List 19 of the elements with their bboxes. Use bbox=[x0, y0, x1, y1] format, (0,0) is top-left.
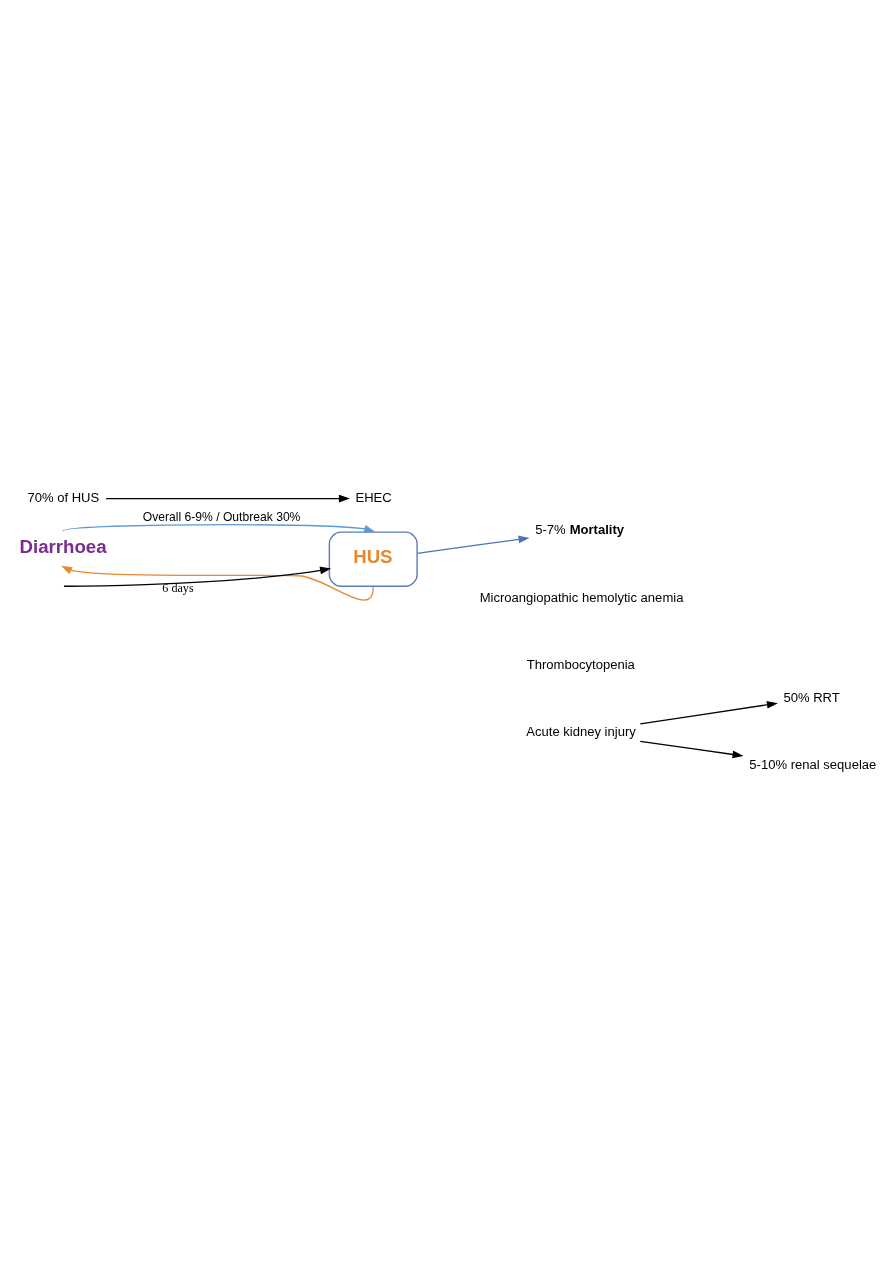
edge-label: 6 days bbox=[162, 580, 194, 595]
arrow bbox=[61, 565, 374, 601]
node-text: 70% of HUS bbox=[27, 489, 100, 505]
arrow bbox=[105, 494, 350, 502]
node-box: HUS bbox=[328, 530, 418, 587]
node-text: Diarrhoea bbox=[19, 535, 107, 557]
node-text: 5-7% Mortality bbox=[535, 521, 625, 537]
arrow bbox=[639, 740, 744, 758]
node-text: 5-10% renal sequelae bbox=[749, 756, 877, 772]
node-text: 50% RRT bbox=[783, 689, 840, 705]
arrow bbox=[63, 566, 332, 587]
arrow bbox=[62, 523, 376, 533]
node-text: Microangiopathic hemolytic anemia bbox=[479, 589, 684, 605]
node-text: EHEC bbox=[355, 489, 392, 505]
node-text: Acute kidney injury bbox=[526, 723, 636, 739]
node-text: Thrombocytopenia bbox=[526, 656, 635, 672]
edge-label: Overall 6-9% / Outbreak 30% bbox=[142, 509, 301, 524]
arrow bbox=[639, 700, 778, 724]
arrow bbox=[416, 535, 530, 554]
